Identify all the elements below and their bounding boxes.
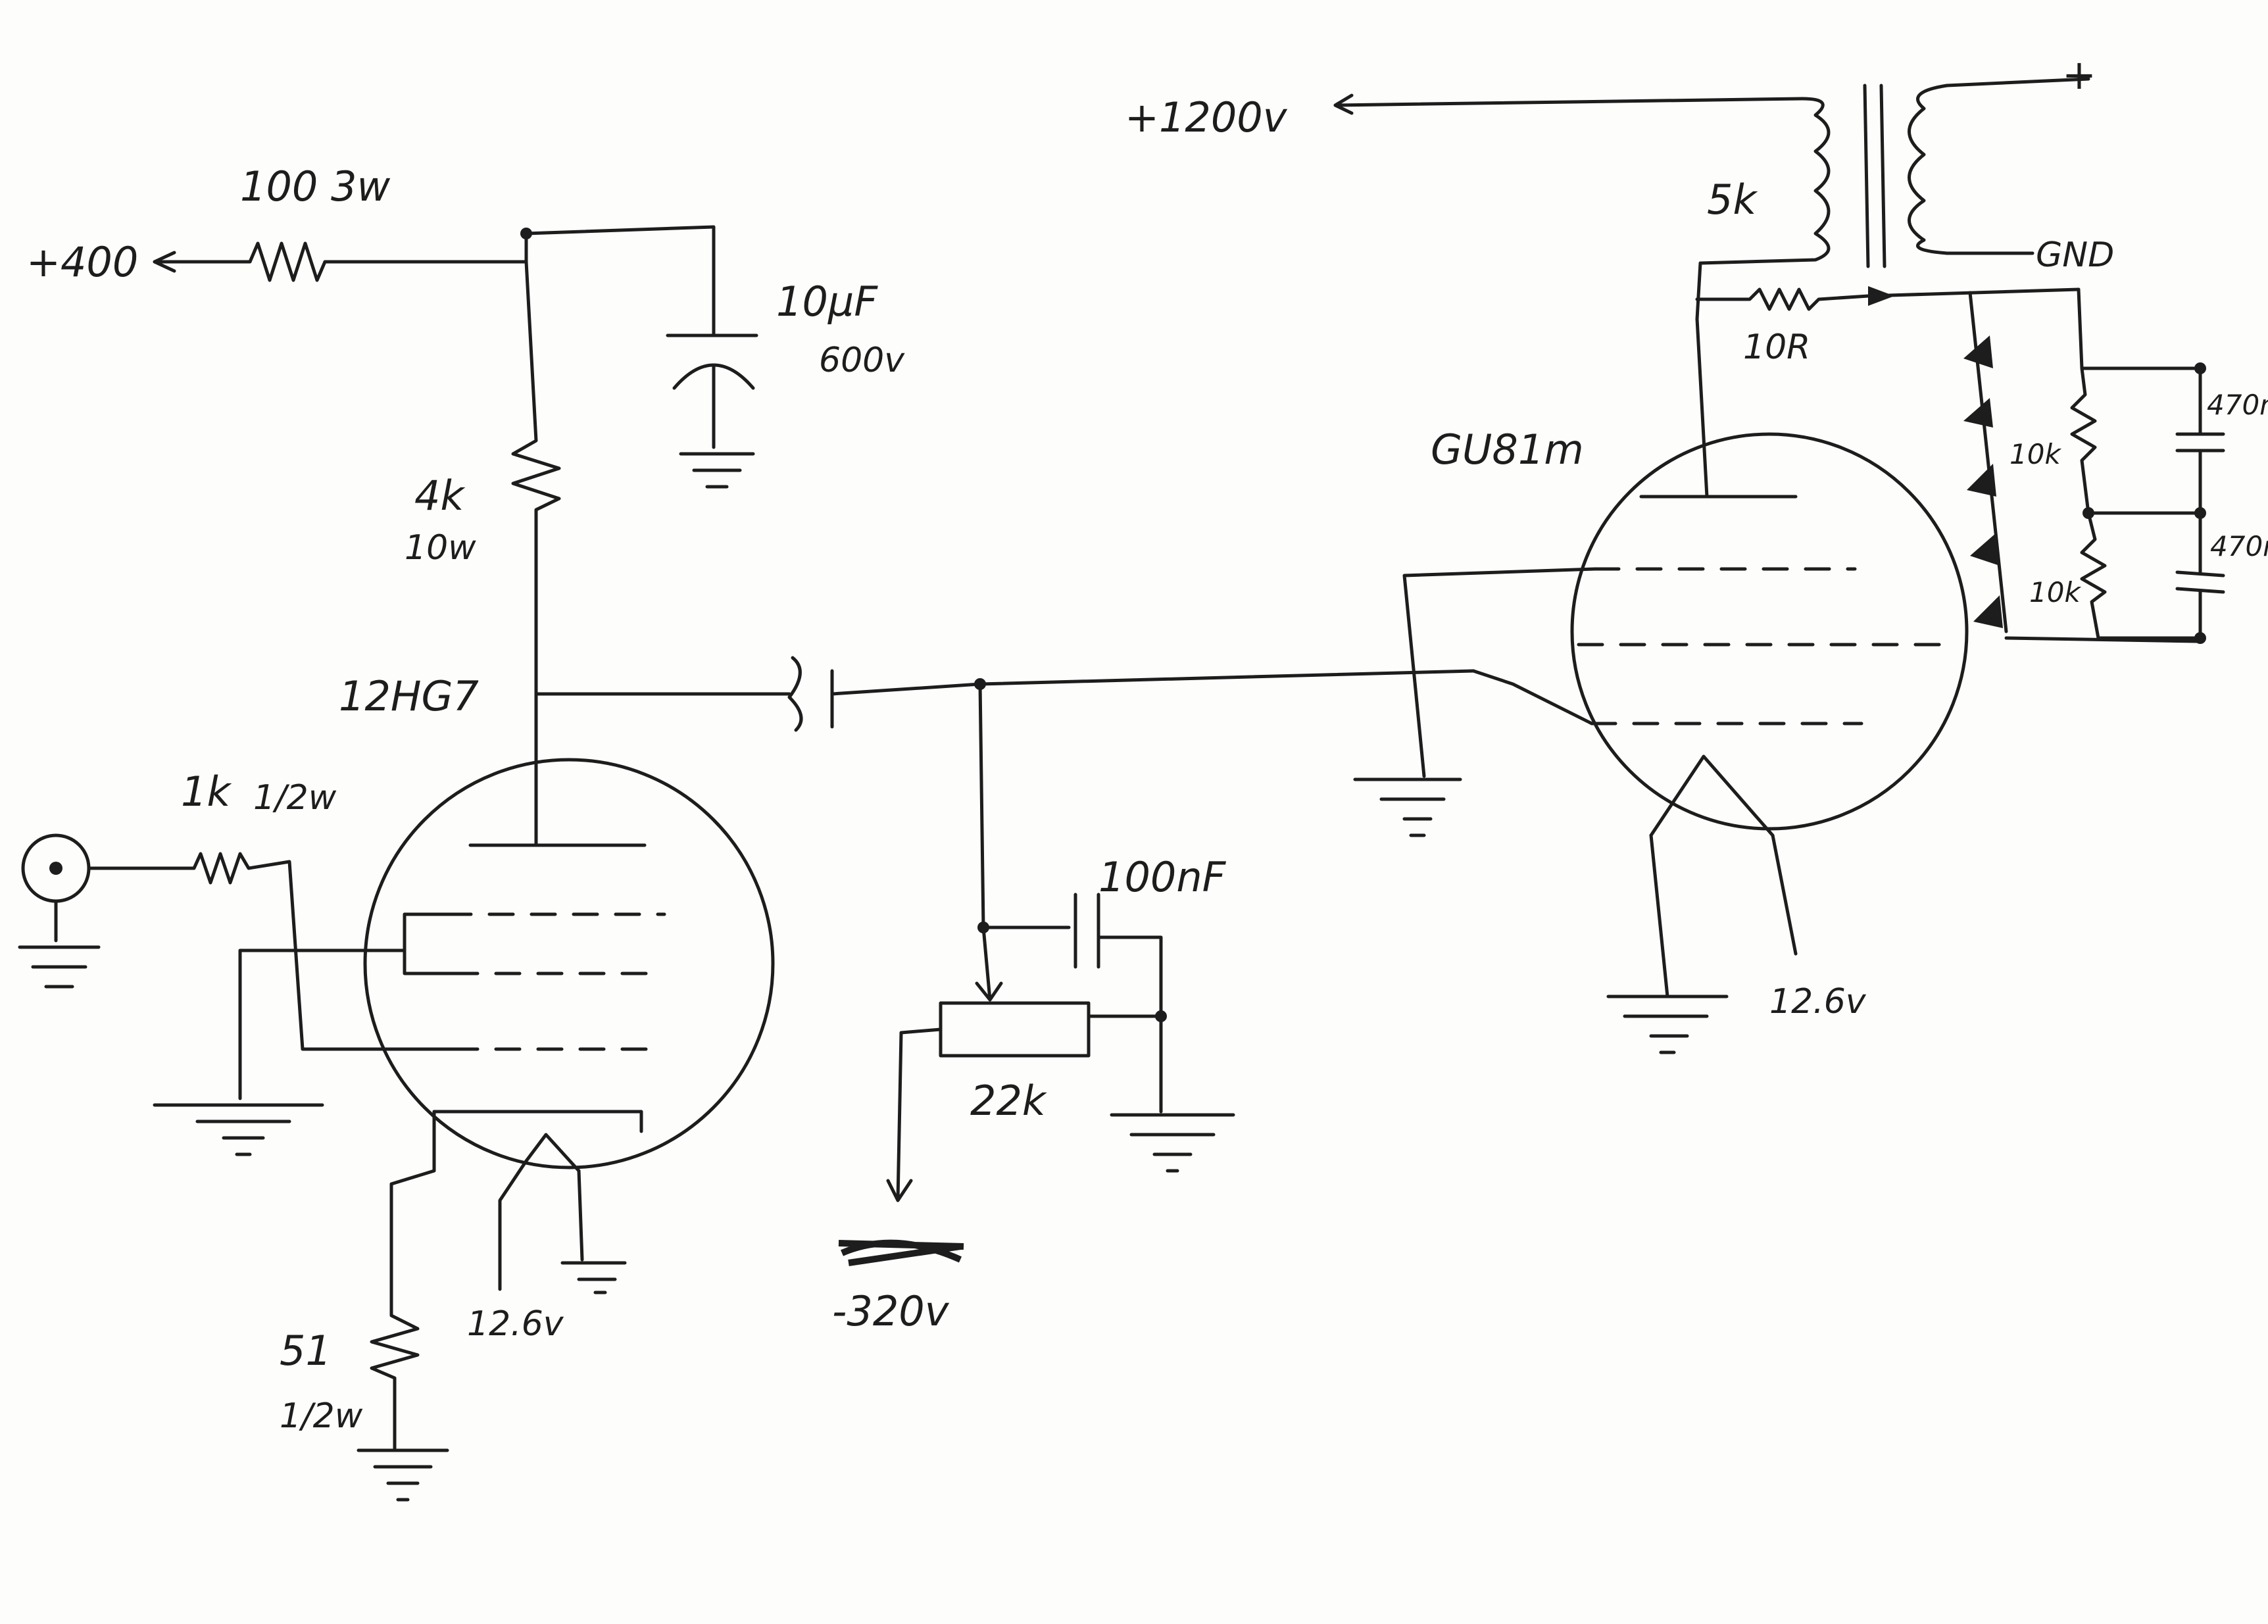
resistor-4k [511,260,561,847]
wire-bias [886,1027,943,1202]
wire-g3-gu81 [1402,567,1597,778]
transformer-icon [1695,77,2090,321]
resistor-1k-rating: 1/2w [253,778,337,818]
zener-diode-icon [1963,335,2003,628]
output-gnd-label: GND [2036,235,2114,275]
wire-fil-hot [1771,833,1798,956]
resistor-51-label: 51 [280,1327,332,1375]
wire-g3 [238,912,456,1100]
output-plus-label: + [2062,51,2096,99]
wire-grid-bus [830,669,1475,696]
resistor-100-3w [153,241,528,282]
capacitor-470n-a [2175,366,2225,515]
tube-12hg7-envelope [363,758,775,1169]
wire-divider [2004,287,2202,643]
junction-dot [1155,1010,1167,1022]
ground-icon [1606,995,1729,1054]
resistor-10k-b-label: 10k [2029,576,2081,608]
capacitor-100nf [981,893,1163,1018]
hv-supply-label: +1200v [1125,93,1288,141]
resistor-10r [1695,287,2081,311]
capacitor-470n-a-label: 470n [2207,389,2268,421]
potentiometer-22k-label: 22k [970,1077,1047,1125]
wire-heater1 [498,1159,528,1291]
wire-plate-gu81 [1695,317,1709,499]
tube-12hg7-label: 12HG7 [339,672,479,720]
wire-grid-down [978,682,985,929]
wire-g1-gu81 [1471,669,1594,726]
ground-icon [560,1261,627,1294]
capacitor-470n-b-label: 470n [2210,530,2268,562]
wire-b-plus [524,225,716,337]
resistor-51-rating: 1/2w [280,1396,363,1436]
bias-supply-label: -320v [832,1287,950,1335]
wire-heater1-gnd [577,1169,584,1262]
ground-icon [153,1103,324,1156]
ground-icon [1110,1113,1235,1173]
tube-12hg7-heater [524,1133,581,1173]
heater2-label: 12.6v [1769,982,1867,1021]
tube-12hg7-cathode [432,1110,643,1133]
capacitor-10uf [666,333,758,449]
tube-gu81m-filament [1649,754,1775,837]
ground-icon [18,945,101,989]
transformer-5k-label: 5k [1707,176,1758,224]
junction-dot [2083,507,2094,519]
scribble-crossed-out [838,1239,964,1266]
heater1-label: 12.6v [467,1304,564,1344]
capacitor-10uf-label: 10µF [776,278,878,326]
tube-gu81m-envelope [1570,432,1969,831]
wire-fil-gnd [1649,833,1669,998]
potentiometer-22k[interactable] [939,1001,1091,1058]
resistor-4k-label: 4k [414,472,465,520]
capacitor-coupling [787,656,834,732]
capacitor-470n-b [2175,511,2225,640]
bnc-connector-icon[interactable] [21,833,91,943]
ground-icon [357,1448,449,1502]
resistor-51 [370,1110,436,1452]
resistor-100-3w-label: 100 3w [240,162,390,210]
resistor-1k [87,852,456,1051]
resistor-10r-label: 10R [1743,328,1810,367]
ground-icon [1353,777,1462,837]
tube-gu81m-label: GU81m [1431,426,1584,474]
arrow-icon [1868,286,1894,306]
supply-plus-400-label: +400 [26,238,138,286]
resistor-10k-a-label: 10k [2009,438,2061,470]
resistor-1k-label: 1k [181,768,232,816]
wire-pot-right [1087,1014,1163,1114]
ground-icon [679,452,755,489]
resistor-10w-label: 10w [405,528,476,568]
wire-hv [1333,93,1804,115]
pot-wiper-arrow-icon [975,925,1003,1002]
capacitor-100nf-label: 100nF [1098,853,1227,901]
capacitor-600v-label: 600v [819,341,905,380]
